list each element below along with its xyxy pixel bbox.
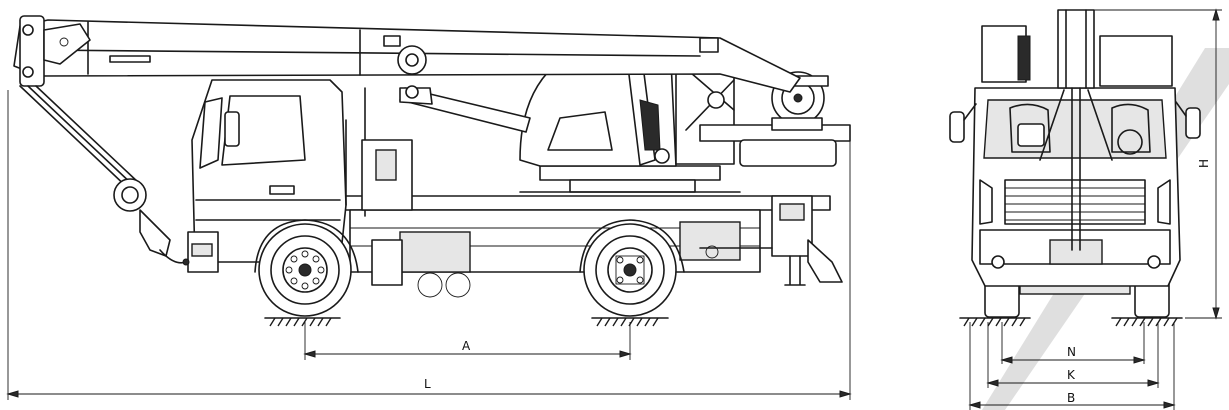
dimension-a-label: A bbox=[462, 339, 471, 353]
dimension-l: L bbox=[6, 90, 852, 400]
telescopic-boom bbox=[13, 15, 801, 93]
cab bbox=[187, 79, 347, 273]
dimension-n-label: N bbox=[1067, 345, 1076, 359]
dimension-k: K bbox=[986, 322, 1160, 388]
ground-hatch-front bbox=[264, 317, 341, 327]
chassis-frame bbox=[299, 195, 831, 298]
rear-outrigger bbox=[699, 195, 843, 286]
dimension-h: H bbox=[1094, 8, 1222, 320]
front-cab-body bbox=[971, 87, 1181, 287]
dimension-k-label: K bbox=[1067, 368, 1076, 382]
boom-lift-cylinder bbox=[361, 85, 531, 217]
dimension-b-label: B bbox=[1067, 391, 1075, 405]
side-view: A L bbox=[6, 15, 852, 400]
dimension-n: N bbox=[1000, 322, 1146, 364]
turntable bbox=[519, 165, 741, 193]
winch-assembly bbox=[675, 59, 851, 167]
dimension-a: A bbox=[303, 322, 632, 360]
hook-block bbox=[19, 85, 190, 266]
ground-hatch-right bbox=[1111, 317, 1183, 327]
front-mirrors bbox=[949, 101, 1201, 143]
dimension-h-label: H bbox=[1197, 159, 1211, 168]
front-boom bbox=[981, 9, 1173, 251]
rear-wheel bbox=[579, 219, 685, 317]
dimension-b: B bbox=[968, 322, 1176, 410]
front-wheel bbox=[254, 219, 359, 317]
ground-hatch-rear bbox=[591, 317, 669, 327]
dimension-l-label: L bbox=[424, 377, 431, 391]
front-view: H N K B bbox=[949, 8, 1222, 410]
ground-hatch-left bbox=[959, 317, 1031, 327]
